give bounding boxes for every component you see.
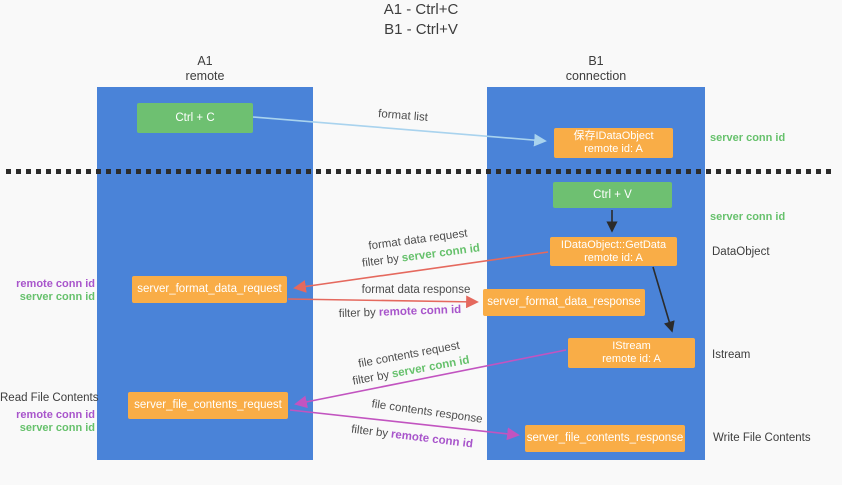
column-header-a1: A1 remote	[97, 54, 313, 84]
format-data-response-label: format data response	[361, 284, 471, 296]
diagram-title: A1 - Ctrl+C B1 - Ctrl+V	[0, 0, 842, 40]
server-file-contents-response-box: server_file_contents_response	[525, 425, 685, 452]
server-format-data-request-label: server_format_data_request	[137, 283, 282, 295]
server-conn-id-label-mid: server conn id	[710, 211, 786, 223]
arrow-format-data-response	[287, 295, 479, 309]
ctrl-c-label: Ctrl + C	[175, 112, 215, 124]
getdata-box: IDataObject::GetData remote id: A	[550, 237, 677, 266]
server-file-contents-response-label: server_file_contents_response	[526, 432, 684, 444]
getdata-line1: IDataObject::GetData	[560, 238, 667, 251]
filter-by-text-1: filter by	[361, 252, 400, 270]
server-file-contents-request-label: server_file_contents_request	[134, 399, 282, 411]
left-conn-id-group-1: remote conn id server conn id	[0, 278, 95, 304]
remote-conn-id-label-1: remote conn id	[16, 278, 95, 290]
dotted-separator-line	[6, 169, 836, 174]
file-contents-response-label: file contents response	[370, 398, 484, 426]
getdata-line2: remote id: A	[584, 251, 643, 264]
left-conn-id-group-2: remote conn id server conn id	[0, 409, 95, 435]
istream-box: IStream remote id: A	[568, 338, 695, 368]
filter-by-text-2: filter by	[338, 306, 377, 321]
server-conn-id-label-left-1: server conn id	[19, 291, 95, 303]
server-format-data-response-box: server_format_data_response	[483, 289, 645, 316]
title-line-1: A1 - Ctrl+C	[383, 1, 459, 18]
title-line-2: B1 - Ctrl+V	[384, 21, 458, 38]
server-conn-id-label-left-2: server conn id	[19, 422, 95, 434]
server-format-data-request-box: server_format_data_request	[132, 276, 287, 303]
server-format-data-response-label: server_format_data_response	[487, 296, 641, 308]
column-a1-name: A1	[197, 54, 213, 68]
save-idataobject-box: 保存IDataObject remote id: A	[554, 128, 673, 158]
filter-by-text-3: filter by	[351, 369, 391, 388]
filter-value-remote-1: remote conn id	[378, 303, 462, 319]
istream-line1: IStream	[612, 340, 651, 352]
ctrl-v-label: Ctrl + V	[593, 189, 632, 201]
column-b1-role: connection	[565, 69, 627, 83]
read-file-contents-label: Read File Contents	[0, 392, 99, 404]
column-a1-role: remote	[185, 69, 225, 83]
dataobject-label: DataObject	[712, 246, 770, 258]
column-b1-name: B1	[588, 54, 604, 68]
istream-side-label: Istream	[712, 349, 751, 361]
ctrl-v-box: Ctrl + V	[553, 182, 672, 208]
save-idataobject-line1: 保存IDataObject	[573, 130, 654, 142]
ctrl-c-box: Ctrl + C	[137, 103, 253, 133]
filter-by-text-4: filter by	[350, 423, 389, 441]
write-file-contents-label: Write File Contents	[713, 432, 811, 444]
remote-conn-id-label-2: remote conn id	[16, 409, 95, 421]
column-header-b1: B1 connection	[487, 54, 705, 84]
filter-value-remote-2: remote conn id	[390, 428, 474, 451]
server-file-contents-request-box: server_file_contents_request	[128, 392, 288, 419]
format-list-label: format list	[377, 108, 429, 124]
istream-line2: remote id: A	[602, 353, 661, 365]
server-conn-id-label-top: server conn id	[710, 132, 786, 144]
save-idataobject-line2: remote id: A	[584, 143, 643, 155]
